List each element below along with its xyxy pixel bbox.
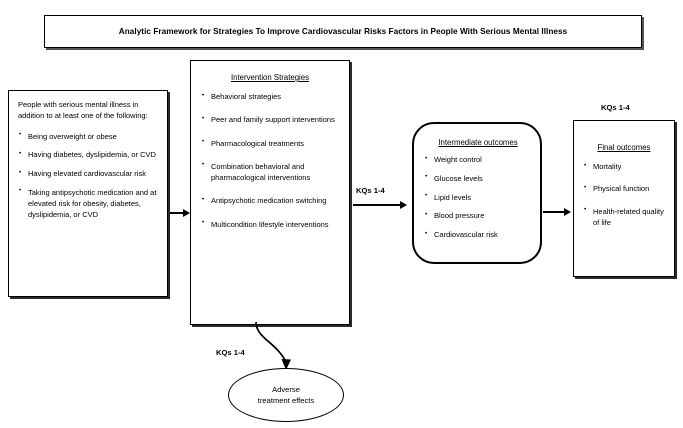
arrow-interventions-to-intermediate	[353, 204, 402, 206]
list-item: Having elevated cardiovascular risk	[18, 167, 158, 179]
arrow-population-to-interventions	[170, 212, 184, 214]
arrow-interventions-to-adverse	[255, 321, 291, 370]
list-item: Mortality	[583, 160, 665, 172]
intervention-strategies-box: Intervention Strategies Behavioral strat…	[190, 60, 350, 325]
arrow-intermediate-to-final	[543, 211, 565, 213]
adverse-effects-line-2: treatment effects	[257, 396, 315, 405]
list-item: Weight control	[424, 153, 532, 165]
population-criteria-list: Being overweight or obese Having diabete…	[18, 130, 158, 221]
list-item: Health-related quality of life	[583, 205, 665, 229]
kq-label-adverse: KQs 1-4	[216, 348, 245, 357]
kq-label-final: KQs 1-4	[601, 103, 630, 112]
arrow-head-icon	[564, 207, 571, 216]
arrow-head-icon	[400, 200, 407, 209]
list-item: Pharmacological treatments	[201, 137, 339, 149]
adverse-effects-line-1: Adverse	[272, 385, 300, 394]
kq-label-middle: KQs 1-4	[356, 186, 385, 195]
list-item: Cardiovascular risk	[424, 228, 532, 240]
population-intro-text: People with serious mental illness in ad…	[18, 100, 148, 121]
list-item: Glucose levels	[424, 172, 532, 184]
list-item: Having diabetes, dyslipidemia, or CVD	[18, 149, 158, 160]
list-item: Physical function	[583, 183, 665, 194]
intermediate-outcomes-list: Weight control Glucose levels Lipid leve…	[424, 153, 532, 240]
list-item: Being overweight or obese	[18, 130, 158, 142]
intermediate-outcomes-box: Intermediate outcomes Weight control Glu…	[412, 122, 542, 264]
intervention-strategies-heading: Intervention Strategies	[230, 73, 309, 82]
list-item: Multicondition lifestyle interventions	[201, 218, 339, 230]
final-outcomes-list: Mortality Physical function Health-relat…	[583, 160, 665, 229]
arrow-head-icon	[183, 208, 190, 217]
list-item: Combination behavioral and pharmacologic…	[201, 160, 339, 184]
population-box: People with serious mental illness in ad…	[8, 90, 168, 297]
list-item: Lipid levels	[424, 191, 532, 203]
final-outcomes-box: Final outcomes Mortality Physical functi…	[573, 120, 675, 277]
final-outcomes-heading: Final outcomes	[597, 143, 651, 152]
curve-path	[255, 321, 287, 363]
page-title: Analytic Framework for Strategies To Imp…	[118, 26, 568, 36]
list-item: Antipsychotic medication switching	[201, 195, 339, 206]
list-item: Peer and family support interventions	[201, 114, 339, 125]
list-item: Taking antipsychotic medication and at e…	[18, 186, 158, 221]
list-item: Blood pressure	[424, 210, 532, 221]
arrow-head-icon	[281, 359, 291, 370]
intervention-strategies-list: Behavioral strategies Peer and family su…	[201, 90, 339, 230]
diagram-title-box: Analytic Framework for Strategies To Imp…	[44, 15, 642, 48]
intermediate-outcomes-heading: Intermediate outcomes	[438, 138, 518, 147]
list-item: Behavioral strategies	[201, 90, 339, 102]
adverse-treatment-effects-oval: Adverse treatment effects	[228, 368, 344, 422]
